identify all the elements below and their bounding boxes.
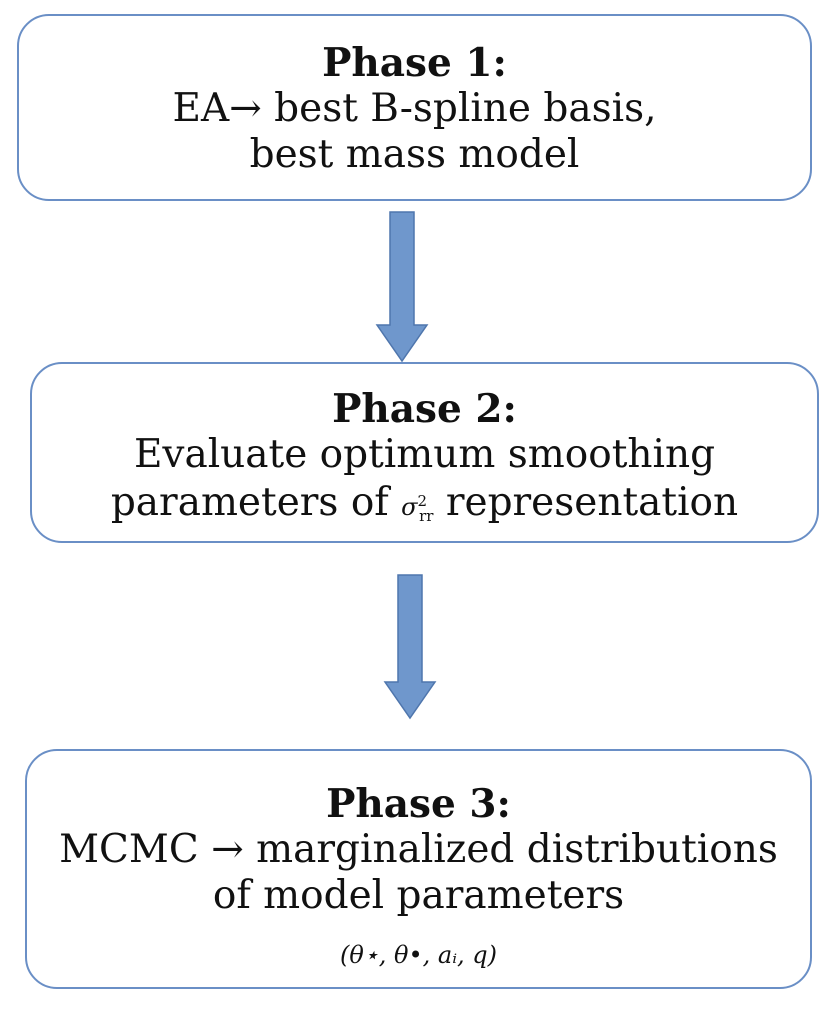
phase-1-box: Phase 1: EA→ best B-spline basis, best m… (17, 14, 812, 201)
model-parameters-tuple: (θ⋆, θ•, aᵢ, q) (339, 941, 498, 969)
phase-2-box: Phase 2: Evaluate optimum smoothing para… (30, 362, 819, 543)
phase-1-line-1: EA→ best B-spline basis, (172, 86, 657, 131)
sigma-rr-squared-symbol: σ2rr (401, 492, 433, 525)
sigma-symbol: σ (401, 493, 418, 521)
down-arrow-2-shape (383, 574, 437, 720)
phase-2-title: Phase 2: (332, 386, 517, 432)
sigma-subscript: rr (419, 506, 434, 525)
phase-2-line-2: parameters of σ2rr representation (32, 478, 817, 539)
phase-2-line-2-suffix: representation (445, 480, 739, 525)
down-arrow-1 (375, 211, 429, 363)
sigma-superscript: 2 (417, 492, 428, 510)
down-arrow-2 (383, 574, 437, 720)
phase-1-line-2: best mass model (249, 132, 580, 177)
down-arrow-1-shape (375, 211, 429, 363)
phase-3-line-1: MCMC → marginalized distributions (59, 827, 778, 872)
phase-3-line-2: of model parameters (212, 873, 625, 918)
phase-2-line-2-prefix: parameters of (110, 480, 389, 525)
phase-1-title: Phase 1: (322, 40, 507, 86)
phase-3-title: Phase 3: (326, 781, 511, 827)
phase-2-line-1: Evaluate optimum smoothing (133, 432, 716, 477)
phase-3-box: Phase 3: MCMC → marginalized distributio… (25, 749, 812, 989)
